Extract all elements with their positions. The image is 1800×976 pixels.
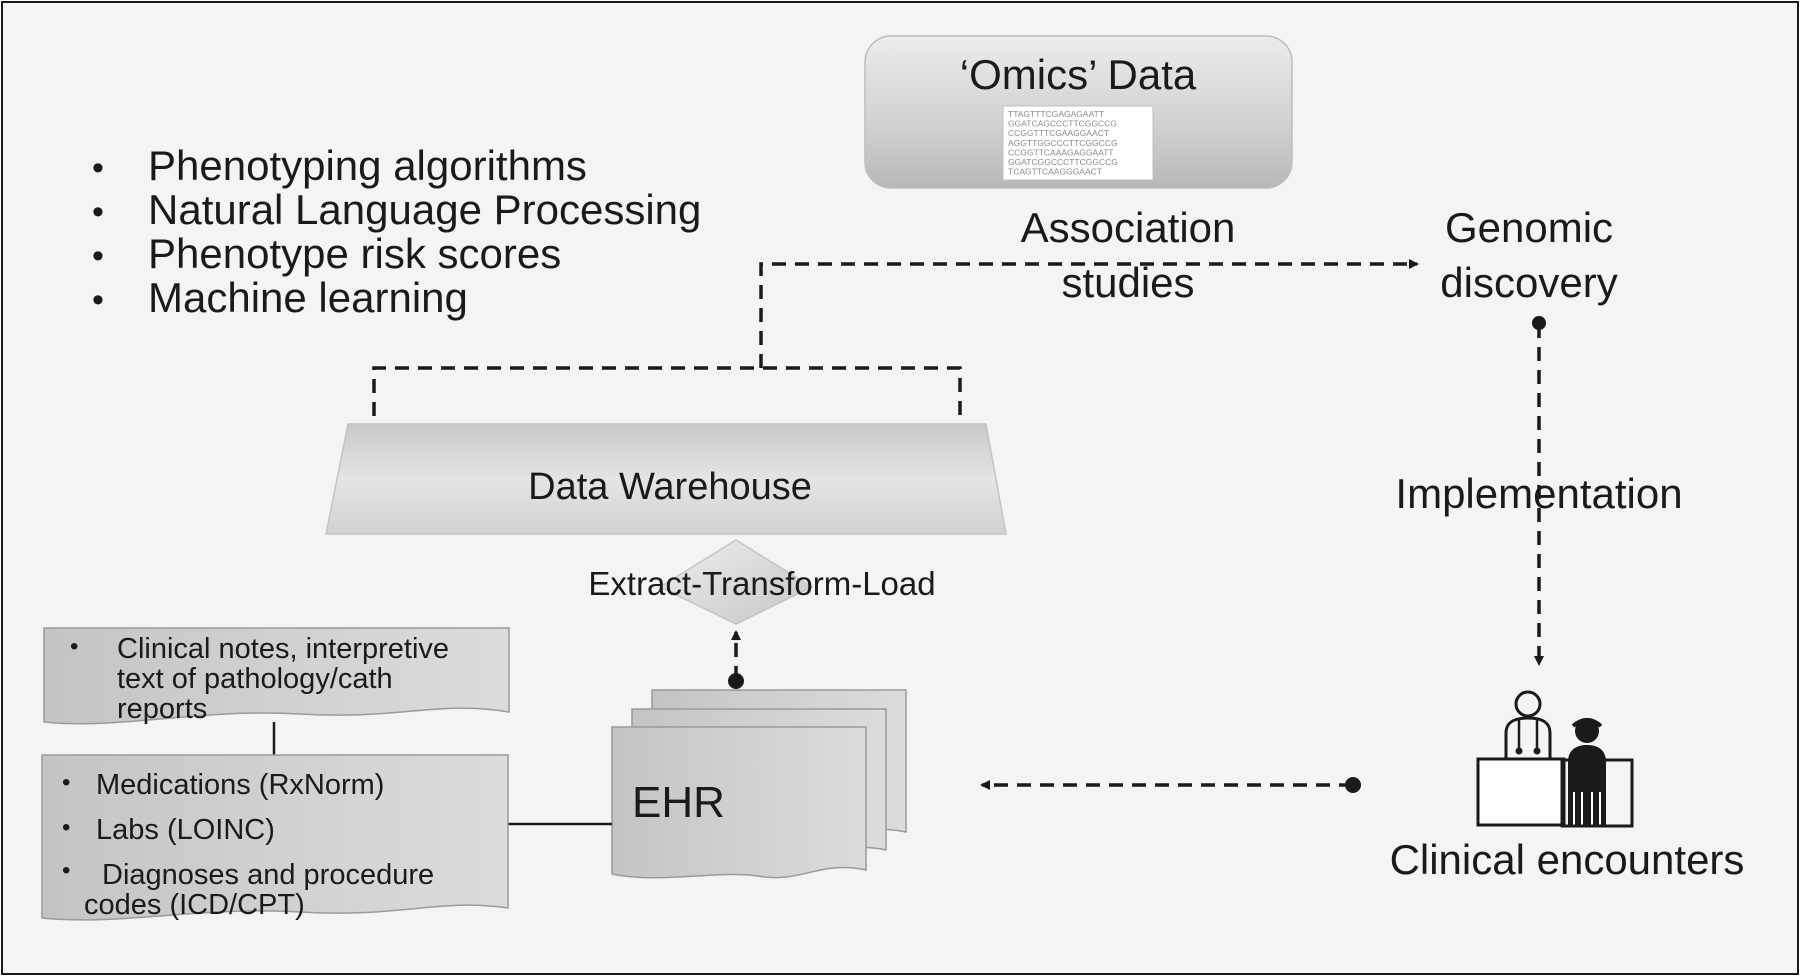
dna-sequence-line: GGATCAGCCCTTCGGCCG <box>1008 119 1117 129</box>
implementation-label: Implementation <box>1395 470 1682 517</box>
doctor-body-icon <box>1504 716 1552 760</box>
data-warehouse-label: Data Warehouse <box>528 466 812 508</box>
dna-sequence-line: TCAGTTCAAGGGAACT <box>1008 167 1102 177</box>
etl-label: Extract-Transform-Load <box>588 565 935 602</box>
medications-bullet: • <box>62 769 70 796</box>
dna-sequence-line: AGGTTGGCCCTTCGGCCG <box>1008 138 1118 148</box>
patient-icon <box>1568 718 1606 826</box>
labs-bullet: • <box>62 814 70 841</box>
dashed-connectors <box>372 259 1544 790</box>
methods-bullet: • <box>92 281 104 319</box>
medications-item: Medications (RxNorm) <box>96 769 384 801</box>
dna-sequence-line: GGATCGGCCCTTCGGCCG <box>1008 157 1118 167</box>
method-nlp: Natural Language Processing <box>148 186 701 233</box>
association-label-line1: Association <box>1021 204 1236 251</box>
omics-title: ‘Omics’ Data <box>960 51 1197 98</box>
desk-icon <box>1476 757 1566 827</box>
genomic-label-line2: discovery <box>1440 259 1617 306</box>
doctor-head-icon <box>1514 690 1542 718</box>
clinical-encounter-icon <box>1476 690 1634 828</box>
notes-line-1: Clinical notes, interpretive <box>117 633 449 665</box>
ehr-connector-dot <box>728 673 744 689</box>
diagnoses-item-line2: codes (ICD/CPT) <box>84 889 305 921</box>
dna-sequence-image: TTAGTTTCGAGAGAATTGGATCAGCCCTTCGGCCGCCGGT… <box>1002 105 1154 181</box>
notes-bullet: • <box>70 633 78 660</box>
notes-line-2: text of pathology/cath <box>117 663 393 695</box>
method-machine-learning: Machine learning <box>148 274 468 321</box>
method-phenotyping-algorithms: Phenotyping algorithms <box>148 142 587 189</box>
clinical-connector-dot <box>1345 777 1361 793</box>
diagnoses-item-line1: Diagnoses and procedure <box>102 859 434 891</box>
dna-sequence-line: CCGGTTCAAAGAGGAATT <box>1008 147 1114 157</box>
methods-bullet: • <box>92 193 104 231</box>
genomic-connector-dot <box>1532 316 1546 330</box>
notes-line-3: reports <box>117 693 207 725</box>
methods-bullet: • <box>92 149 104 187</box>
ehr-label: EHR <box>632 778 725 827</box>
method-phenotype-risk-scores: Phenotype risk scores <box>148 230 561 277</box>
data-warehouse-box: Data Warehouse <box>325 423 1007 535</box>
structured-data-box: • Medications (RxNorm) • Labs (LOINC) • … <box>41 754 509 921</box>
labs-item: Labs (LOINC) <box>96 814 275 846</box>
clinical-notes-box: • Clinical notes, interpretive text of p… <box>43 627 510 725</box>
chair-icon <box>1560 758 1634 828</box>
diagnoses-bullet: • <box>62 857 70 884</box>
etl-diamond: Extract-Transform-Load <box>588 539 936 625</box>
warehouse-bracket <box>372 366 962 416</box>
clinical-encounters-label: Clinical encounters <box>1390 836 1745 883</box>
methods-list: • Phenotyping algorithms • Natural Langu… <box>92 142 701 321</box>
association-connector <box>759 259 1419 368</box>
genomic-label-line1: Genomic <box>1445 204 1613 251</box>
ehr-document-stack: EHR <box>611 689 907 879</box>
methods-bullet: • <box>92 237 104 275</box>
dna-sequence-line: CCGGTTTCGAAGGAACT <box>1008 128 1109 138</box>
omics-data-box: ‘Omics’ Data TTAGTTTCGAGAGAATTGGATCAGCCC… <box>864 35 1293 189</box>
association-label-line2: studies <box>1061 259 1194 306</box>
dna-sequence-line: TTAGTTTCGAGAGAATT <box>1008 109 1104 119</box>
